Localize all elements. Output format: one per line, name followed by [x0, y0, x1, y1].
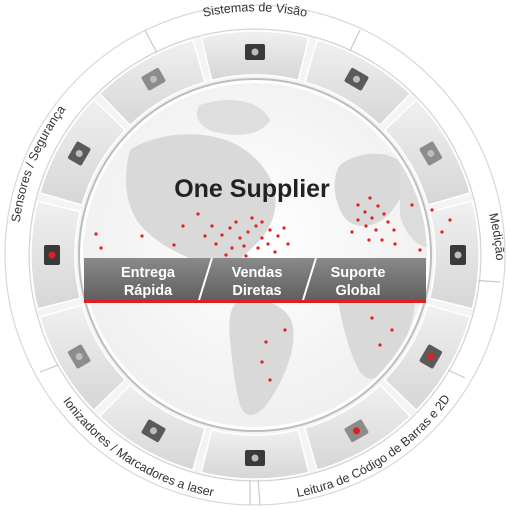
banner-item-3-line1: Suporte — [331, 265, 386, 281]
location-dot — [390, 328, 394, 332]
probe-icon — [450, 245, 466, 265]
location-dot — [370, 216, 374, 220]
location-dot — [228, 226, 232, 230]
continent-greenland — [196, 100, 270, 135]
location-dot — [364, 224, 368, 228]
location-dot — [393, 242, 397, 246]
location-dot — [196, 212, 200, 216]
location-dot — [254, 224, 258, 228]
banner-red-rule — [84, 300, 426, 303]
location-dot — [363, 210, 367, 214]
location-dot — [392, 228, 396, 232]
location-dot — [378, 343, 382, 347]
location-dot — [370, 316, 374, 320]
laser-sensor-icon — [419, 344, 442, 369]
location-dot — [224, 253, 228, 257]
location-dot — [256, 246, 260, 250]
location-dot — [242, 244, 246, 248]
location-dot — [99, 246, 103, 250]
banner-bg — [84, 258, 426, 302]
location-dot — [214, 242, 218, 246]
center-title: One Supplier — [174, 175, 330, 203]
location-dot — [266, 242, 270, 246]
controller-icon — [344, 68, 369, 91]
location-dot — [250, 216, 254, 220]
location-dot — [283, 328, 287, 332]
location-dot — [268, 228, 272, 232]
location-dot — [268, 378, 272, 382]
location-dot — [94, 232, 98, 236]
location-dot — [418, 248, 422, 252]
location-dot — [234, 220, 238, 224]
continent-south-america — [229, 299, 294, 416]
location-dot — [264, 340, 268, 344]
location-dot — [350, 230, 354, 234]
location-dot — [448, 218, 452, 222]
banner-item-1-line1: Entrega — [121, 265, 176, 281]
location-dot — [246, 230, 250, 234]
segment-label-vision: Sistemas de Visão — [201, 0, 308, 20]
banner-divider-2 — [302, 257, 317, 301]
location-dot — [374, 228, 378, 232]
fiber-sensor-icon — [68, 141, 91, 166]
location-dot — [367, 238, 371, 242]
location-dot — [440, 230, 444, 234]
photoelectric-icon — [44, 245, 60, 265]
location-dot — [273, 250, 277, 254]
continent-europe — [334, 153, 407, 226]
location-dot — [368, 196, 372, 200]
location-dot — [140, 234, 144, 238]
location-dot — [382, 212, 386, 216]
location-dot — [386, 220, 390, 224]
banner-divider-1 — [198, 257, 213, 301]
banner-item-1-line2: Rápida — [124, 283, 173, 299]
location-dot — [376, 204, 380, 208]
product-tiles — [30, 30, 480, 480]
location-dot — [203, 234, 207, 238]
banner-item-2-line2: Diretas — [232, 283, 281, 299]
location-dot — [244, 254, 248, 258]
handheld-scanner-icon — [245, 450, 265, 466]
marker-icon — [141, 419, 166, 442]
service-banner: Entrega Rápida Vendas Diretas Suporte Gl… — [84, 257, 426, 303]
location-dot — [181, 224, 185, 228]
banner-item-2-line1: Vendas — [232, 265, 283, 281]
location-dot — [286, 242, 290, 246]
location-dots — [94, 196, 452, 382]
location-dot — [210, 224, 214, 228]
linear-scale-icon — [419, 141, 442, 166]
location-dot — [356, 203, 360, 207]
location-dot — [260, 220, 264, 224]
location-dot — [410, 203, 414, 207]
location-dot — [380, 238, 384, 242]
location-dot — [282, 226, 286, 230]
location-dot — [260, 236, 264, 240]
location-dot — [230, 246, 234, 250]
barcode-reader-icon — [344, 419, 369, 442]
location-dot — [220, 233, 224, 237]
location-dot — [172, 243, 176, 247]
vision-camera-icon — [245, 44, 265, 60]
location-dot — [430, 208, 434, 212]
continent-north-america — [125, 134, 276, 268]
light-curtain-icon — [141, 68, 166, 91]
location-dot — [356, 218, 360, 222]
location-dot — [260, 360, 264, 364]
location-dot — [238, 236, 242, 240]
location-dot — [276, 234, 280, 238]
banner-item-3-line2: Global — [335, 283, 380, 299]
ionizer-icon — [68, 344, 91, 369]
